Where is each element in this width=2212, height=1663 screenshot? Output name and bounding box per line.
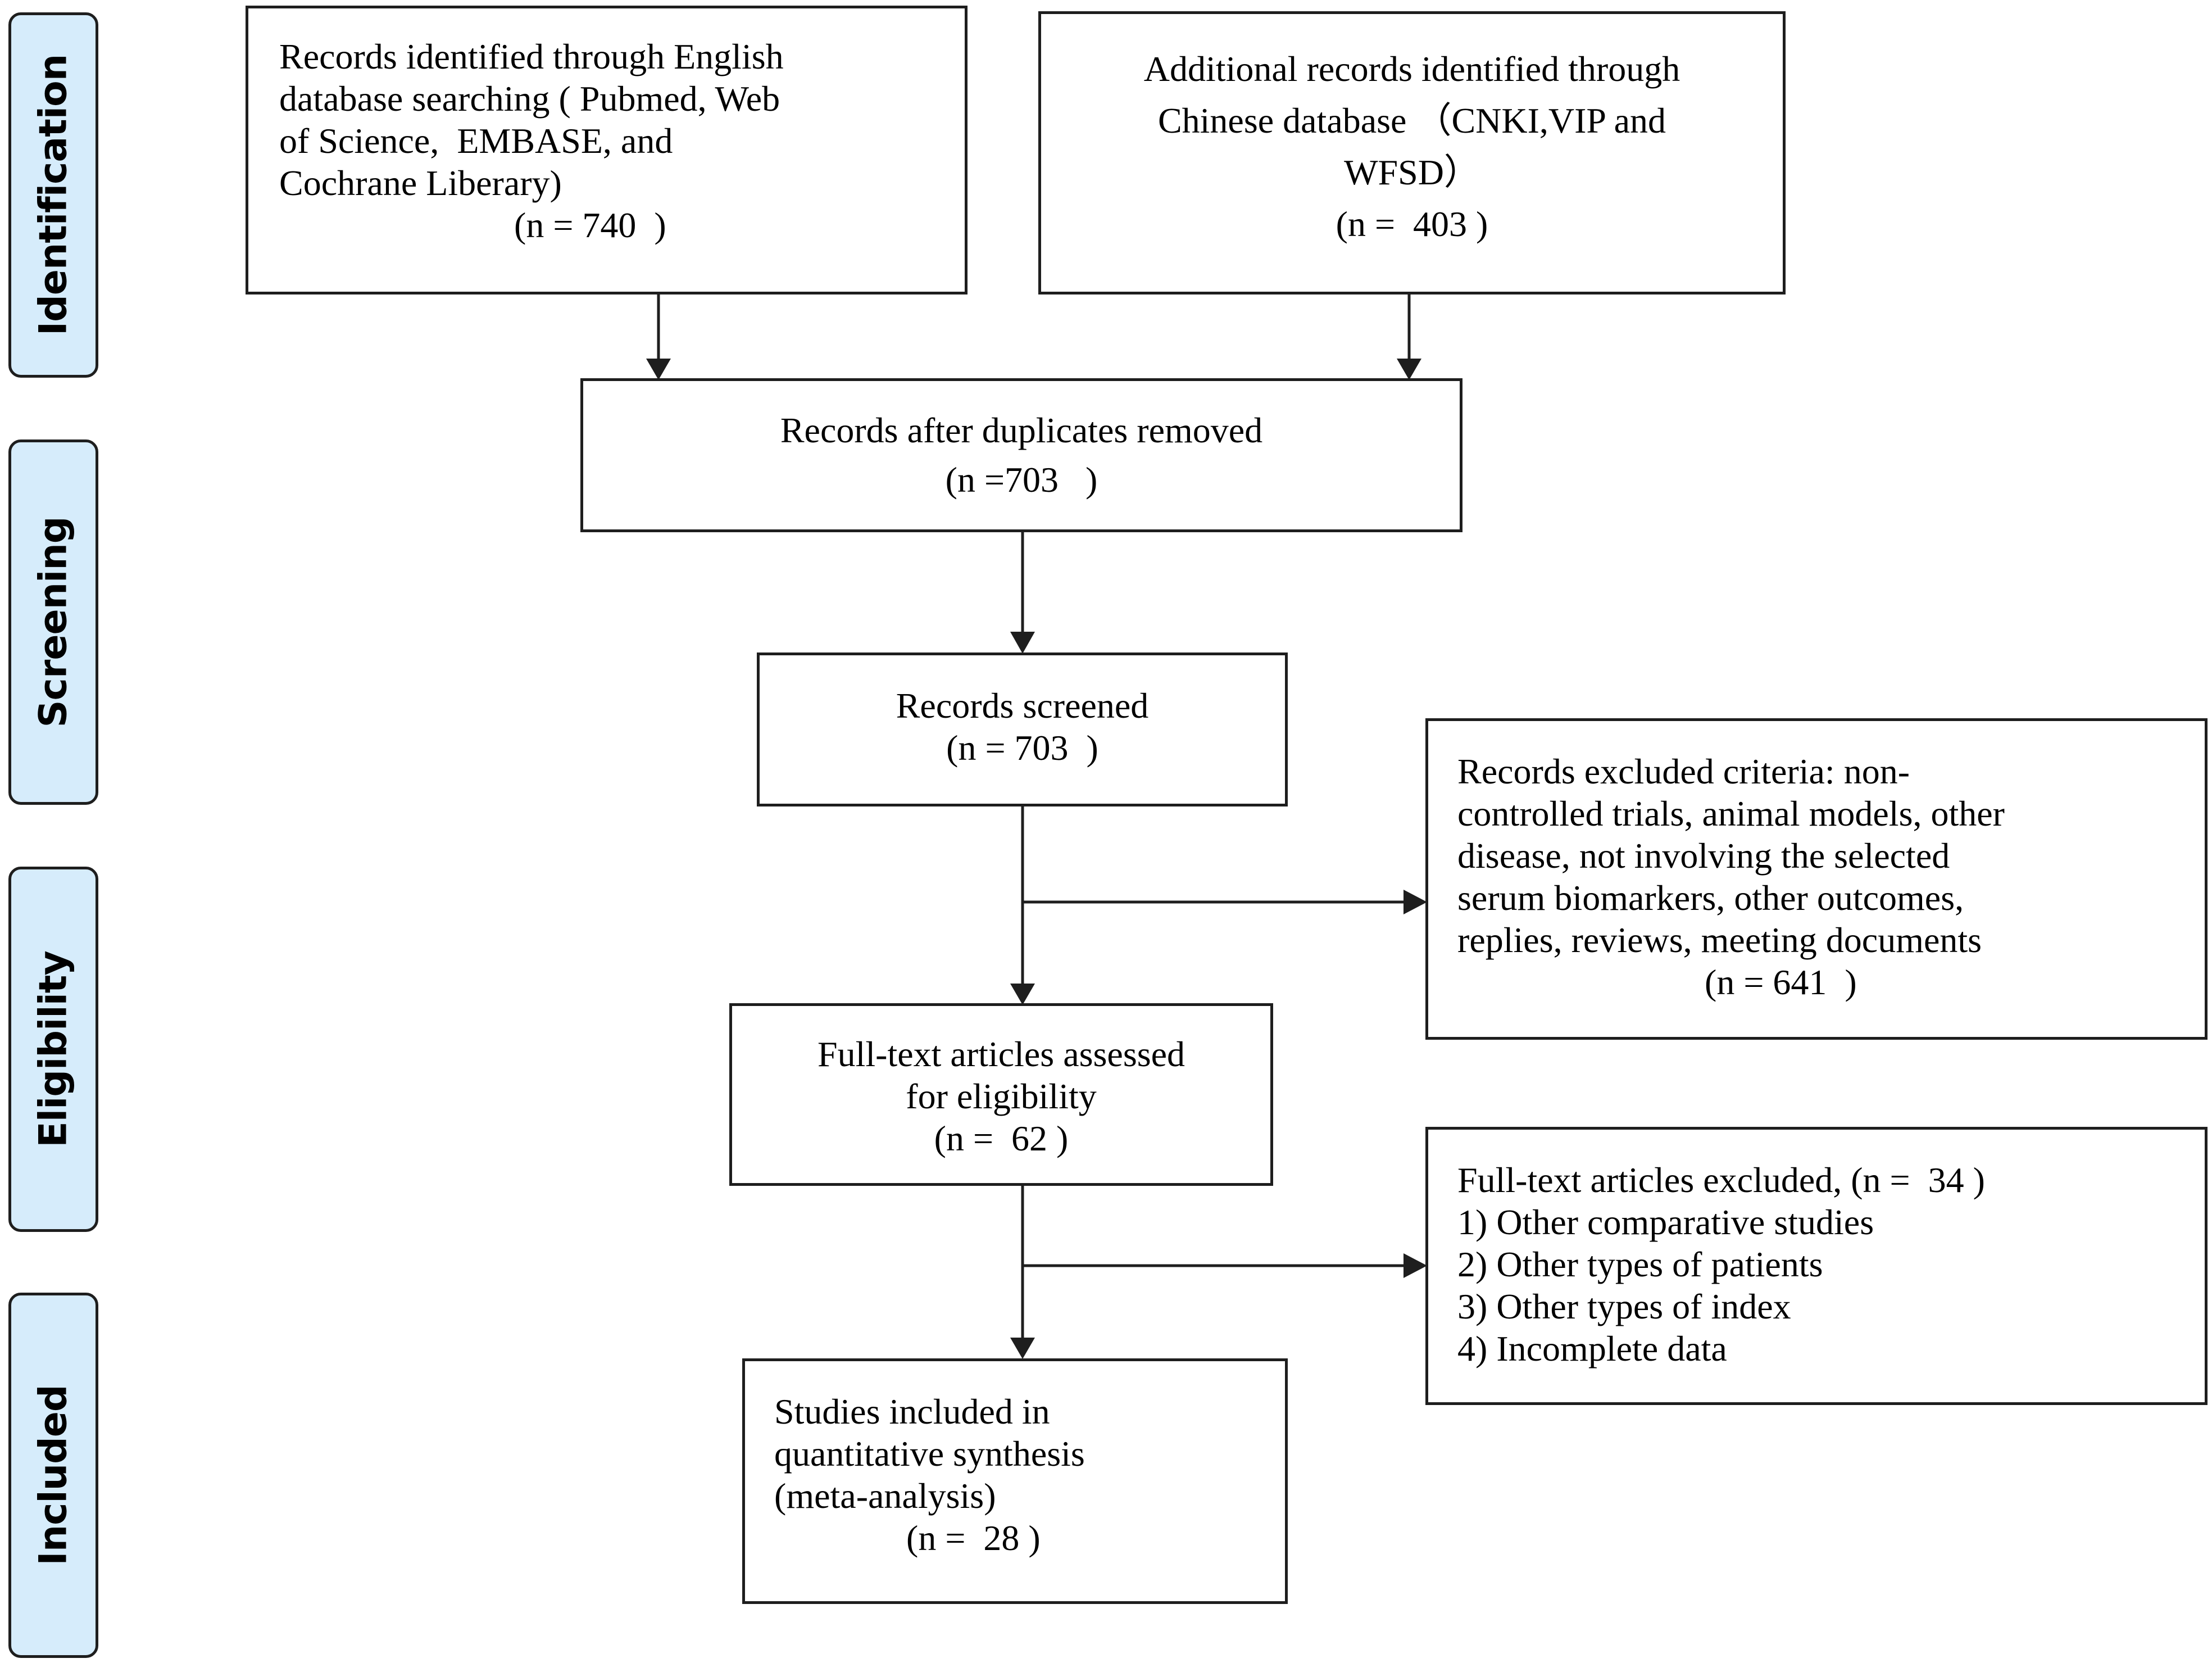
english-database-count: (n = 740 ) [514,205,666,245]
records-screened-count: (n = 703 ) [946,728,1098,768]
duplicates-removed-title: Records after duplicates removed [780,410,1263,450]
full-text-excluded-box: Full-text articles excluded, (n = 34 ) 1… [1425,1127,2208,1405]
duplicates-removed-box: Records after duplicates removed (n =703… [580,378,1462,532]
duplicates-removed-count: (n =703 ) [945,460,1098,500]
records-excluded-count: (n = 641 ) [1705,962,1857,1002]
records-excluded-box: Records excluded criteria: non- controll… [1425,718,2208,1040]
arrowhead-screened [1010,632,1035,654]
full-text-excluded-line: Full-text articles excluded, (n = 34 ) [1457,1160,1985,1200]
full-text-assessed-line: Full-text articles assessed [817,1034,1186,1074]
full-text-assessed-box: Full-text articles assessed for eligibil… [729,1003,1273,1186]
english-database-line: of Science, EMBASE, and [279,121,673,161]
included-studies-count: (n = 28 ) [906,1518,1041,1558]
english-database-box: Records identified through English datab… [246,6,968,294]
records-excluded-line: serum biomarkers, other outcomes, [1457,878,1964,918]
stage-screening: Screening [8,439,98,805]
stage-identification: Identification [8,12,98,378]
full-text-assessed-line: for eligibility [906,1076,1097,1116]
included-studies-box: Studies included in quantitative synthes… [742,1358,1288,1604]
stage-eligibility: Eligibility [8,867,98,1232]
chinese-database-count: (n = 403 ) [1336,204,1488,244]
arrowhead-excluded-criteria [1403,890,1427,914]
english-database-line: database searching ( Pubmed, Web [279,79,780,119]
records-excluded-line: Records excluded criteria: non- [1457,751,1910,791]
records-screened-box: Records screened (n = 703 ) [757,652,1288,806]
records-excluded-line: controlled trials, animal models, other [1457,794,2005,833]
english-database-line: Records identified through English [279,37,784,76]
chinese-database-line: Additional records identified through [1143,49,1680,89]
full-text-assessed-count: (n = 62 ) [934,1118,1069,1158]
chinese-database-line: Chinese database （CNKI,VIP and [1157,101,1666,141]
included-studies-line: (meta-analysis) [774,1476,996,1516]
full-text-excluded-line: 2) Other types of patients [1457,1244,1823,1284]
records-excluded-line: disease, not involving the selected [1457,836,1950,876]
chinese-database-box: Additional records identified through Ch… [1038,11,1786,294]
stage-included: Included [8,1293,98,1658]
arrowhead-fulltext [1010,984,1035,1005]
chinese-database-line: WFSD） [1344,152,1480,192]
records-screened-title: Records screened [896,686,1149,726]
full-text-excluded-line: 4) Incomplete data [1457,1329,1727,1369]
arrowhead-included [1010,1338,1035,1359]
arrowhead-fulltext-excluded [1403,1253,1427,1278]
arrowhead-english [646,359,671,380]
arrowhead-chinese [1397,359,1421,380]
english-database-line: Cochrane Liberary) [279,163,562,203]
included-studies-line: Studies included in [774,1392,1050,1431]
full-text-excluded-line: 3) Other types of index [1457,1286,1791,1326]
included-studies-line: quantitative synthesis [774,1434,1085,1474]
full-text-excluded-line: 1) Other comparative studies [1457,1202,1874,1242]
records-excluded-line: replies, reviews, meeting documents [1457,920,1982,960]
